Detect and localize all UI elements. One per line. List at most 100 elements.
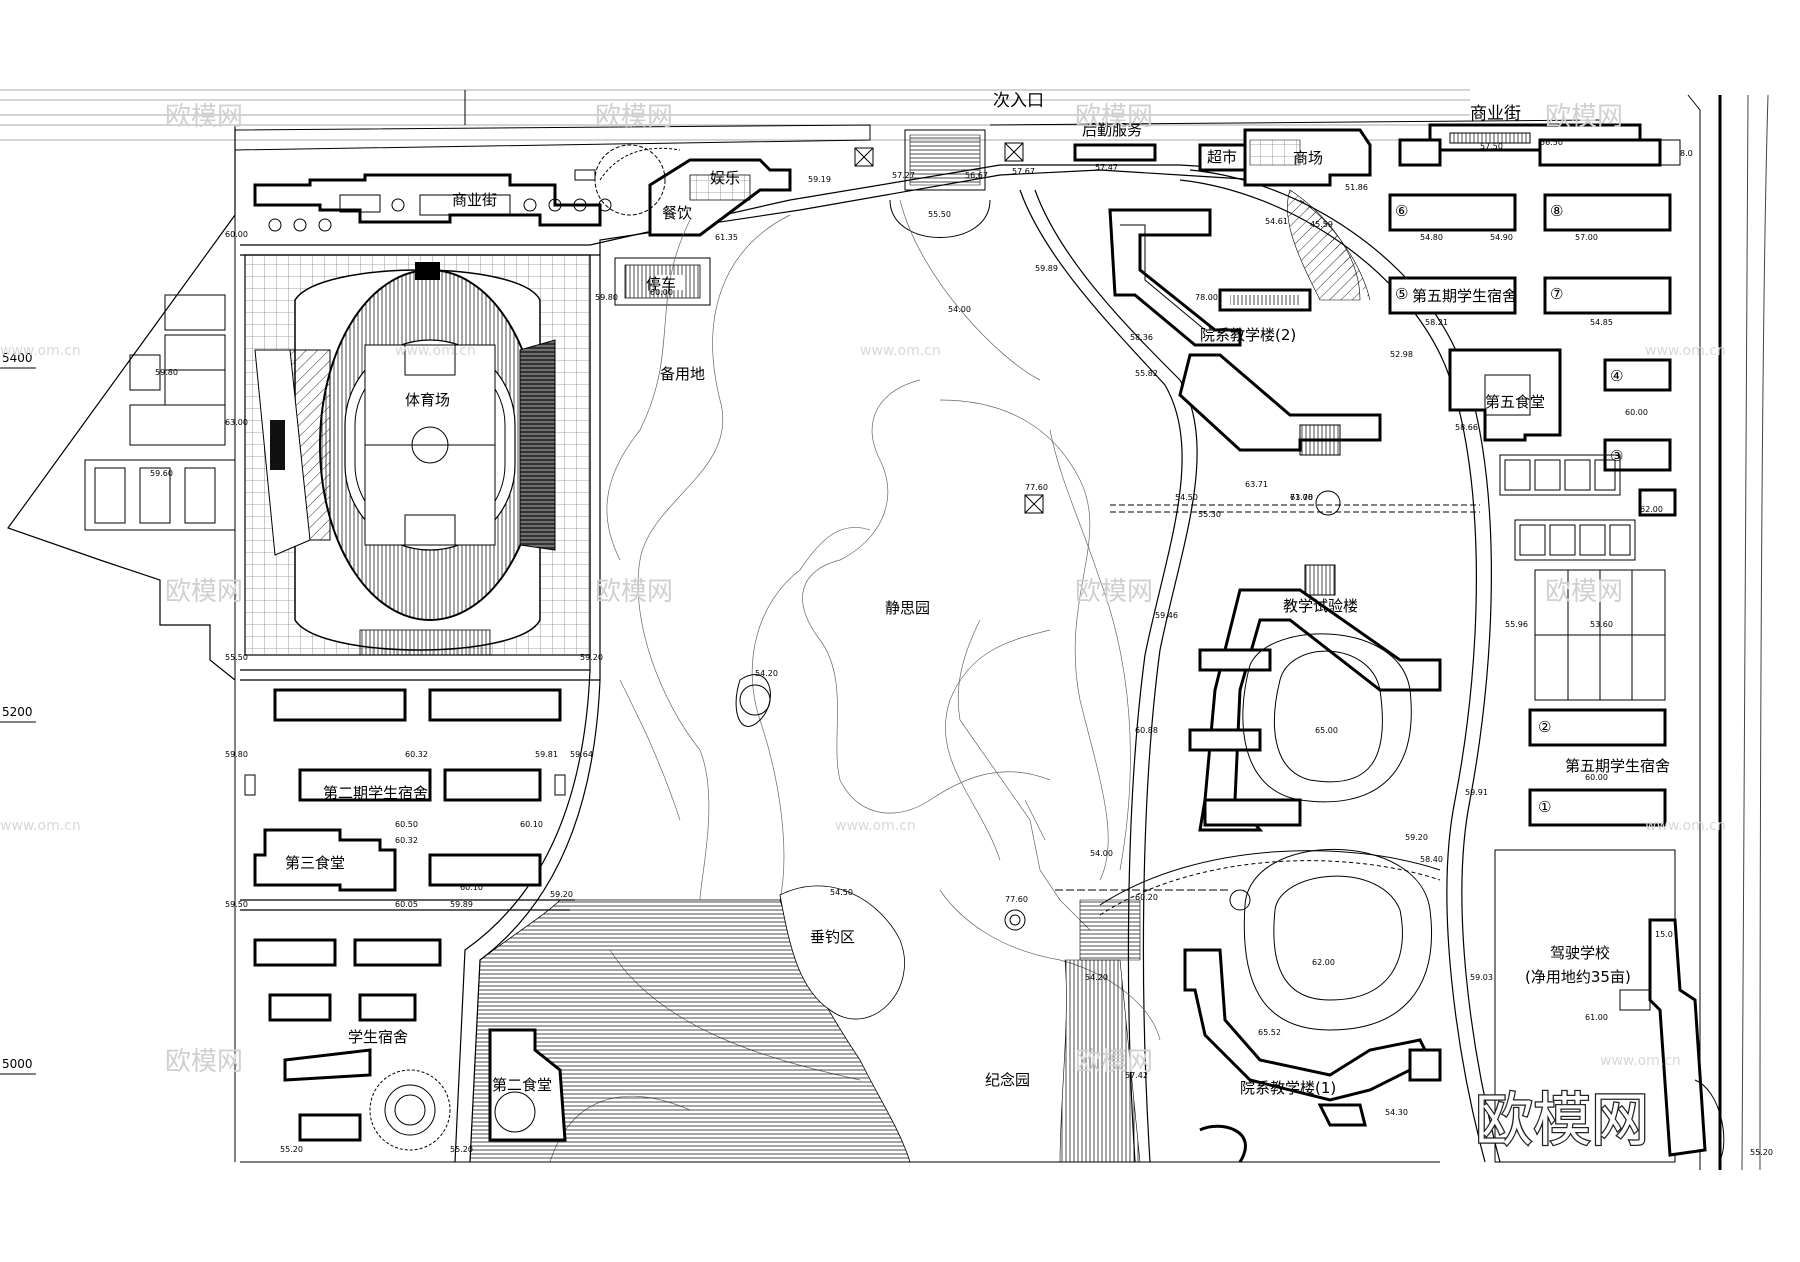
svg-text:www.om.cn: www.om.cn [1645,343,1726,359]
svg-text:④: ④ [1610,367,1623,385]
label-supermarket: 超市 [1207,148,1237,166]
svg-text:www.om.cn: www.om.cn [835,818,916,834]
main-roads [240,164,1501,1163]
svg-text:60.10: 60.10 [520,820,543,829]
svg-text:www.om.cn: www.om.cn [0,818,81,834]
svg-text:59.89: 59.89 [450,900,473,909]
svg-text:57.50: 57.50 [1480,142,1503,151]
svg-text:62.00: 62.00 [1640,505,1663,514]
svg-text:www.om.cn: www.om.cn [1600,1053,1681,1069]
svg-text:8.0: 8.0 [1680,149,1693,158]
svg-text:59.80: 59.80 [225,750,248,759]
svg-text:59.80: 59.80 [595,293,618,302]
canteen-5-building [1448,348,1562,442]
phase2-dorms [244,688,566,887]
label-jingsi-garden: 静思园 [885,599,930,617]
label-logistics: 后勤服务 [1082,121,1142,139]
svg-text:欧模网: 欧模网 [1545,577,1623,607]
svg-text:www.om.cn: www.om.cn [395,343,476,359]
svg-text:欧模网: 欧模网 [1075,102,1153,132]
svg-text:55.20: 55.20 [280,1145,303,1154]
label-dept-building-1: 院系教学楼(1) [1240,1079,1336,1097]
svg-text:45.59: 45.59 [1310,220,1333,229]
svg-text:60.32: 60.32 [395,836,418,845]
label-reserve-land: 备用地 [660,365,705,383]
svg-text:77.60: 77.60 [1005,895,1028,904]
label-dept-building-2: 院系教学楼(2) [1200,326,1296,344]
svg-text:59.19: 59.19 [808,175,831,184]
svg-text:57.67: 57.67 [1012,167,1035,176]
svg-text:②: ② [1538,718,1551,736]
watermark-logo: 欧模网 [1475,1086,1649,1154]
svg-text:77.60: 77.60 [1025,483,1048,492]
coord-5000: 5000 [2,1057,33,1071]
fishing-water [469,189,1361,1163]
svg-text:54.00: 54.00 [1090,849,1113,858]
svg-text:58.21: 58.21 [1425,318,1448,327]
commercial-street-right [1398,123,1681,167]
label-memorial-garden: 纪念园 [985,1071,1030,1089]
label-secondary-entrance: 次入口 [993,91,1044,111]
svg-text:59.64: 59.64 [570,750,593,759]
svg-text:⑤: ⑤ [1395,285,1408,303]
label-driving-school: 驾驶学校 [1550,944,1610,962]
svg-text:61.00: 61.00 [1585,1013,1608,1022]
svg-text:59.81: 59.81 [535,750,558,759]
svg-text:60.32: 60.32 [405,750,428,759]
svg-text:54.20: 54.20 [755,669,778,678]
svg-text:78.00: 78.00 [1195,293,1218,302]
highway [0,89,1601,151]
svg-text:73.00: 73.00 [1290,493,1313,502]
svg-text:57.00: 57.00 [1575,233,1598,242]
svg-text:54.50: 54.50 [830,888,853,897]
svg-text:欧模网: 欧模网 [1075,1047,1153,1077]
label-teaching-lab: 教学试验楼 [1283,597,1358,615]
svg-text:欧模网: 欧模网 [165,1047,243,1077]
elevation-labels: 60.00 59.80 63.00 59.60 59.80 55.50 59.2… [150,138,1773,1157]
svg-text:54.50: 54.50 [1175,493,1198,502]
sports-courts-left [84,294,236,531]
svg-text:57.47: 57.47 [1095,163,1118,172]
svg-text:59.89: 59.89 [1035,264,1058,273]
jingsi-garden-contours [549,199,1230,1163]
stadium-complex [244,254,591,656]
canteen-2-building [488,1028,567,1142]
label-mall: 商场 [1293,149,1323,167]
svg-text:⑥: ⑥ [1395,202,1408,220]
supermarket-mall [1198,128,1372,187]
svg-text:⑦: ⑦ [1550,285,1563,303]
phase5-dorms-lower [1528,708,1667,827]
svg-text:59.60: 59.60 [150,469,173,478]
svg-text:54.30: 54.30 [1385,1108,1408,1117]
entertainment-dining-buildings [594,144,792,237]
area-labels: 次入口 后勤服务 商业街 娱乐 餐饮 商业街 超市 商场 停车 体育场 备用地 … [285,91,1670,1097]
coord-5200: 5200 [2,705,33,719]
secondary-entrance-plaza [854,129,1157,238]
svg-text:51.86: 51.86 [1345,183,1368,192]
svg-text:60.00: 60.00 [1585,773,1608,782]
svg-text:欧模网: 欧模网 [1545,102,1623,132]
label-dining: 餐饮 [662,204,692,222]
label-student-dorm: 学生宿舍 [348,1028,408,1046]
pavilions [735,494,1044,931]
svg-text:53.60: 53.60 [1590,620,1613,629]
svg-text:56.50: 56.50 [1540,138,1563,147]
watermarks: 欧模网 欧模网 欧模网 欧模网 欧模网 欧模网 欧模网 欧模网 欧模网 欧模网 … [0,102,1726,1155]
commercial-street-buildings [253,169,612,232]
svg-text:59.50: 59.50 [225,900,248,909]
svg-text:60.00: 60.00 [650,288,673,297]
svg-text:56.67: 56.67 [965,171,988,180]
svg-text:54.20: 54.20 [1085,973,1108,982]
svg-text:54.61: 54.61 [1265,217,1288,226]
svg-text:60.05: 60.05 [395,900,418,909]
svg-text:①: ① [1538,798,1551,816]
svg-text:59.20: 59.20 [550,890,573,899]
svg-text:欧模网: 欧模网 [165,577,243,607]
svg-text:③: ③ [1610,447,1623,465]
svg-text:www.om.cn: www.om.cn [0,343,81,359]
svg-text:54.85: 54.85 [1590,318,1613,327]
svg-text:59.03: 59.03 [1470,973,1493,982]
svg-text:www.om.cn: www.om.cn [860,343,941,359]
label-commercial-street-top: 商业街 [1470,104,1521,124]
